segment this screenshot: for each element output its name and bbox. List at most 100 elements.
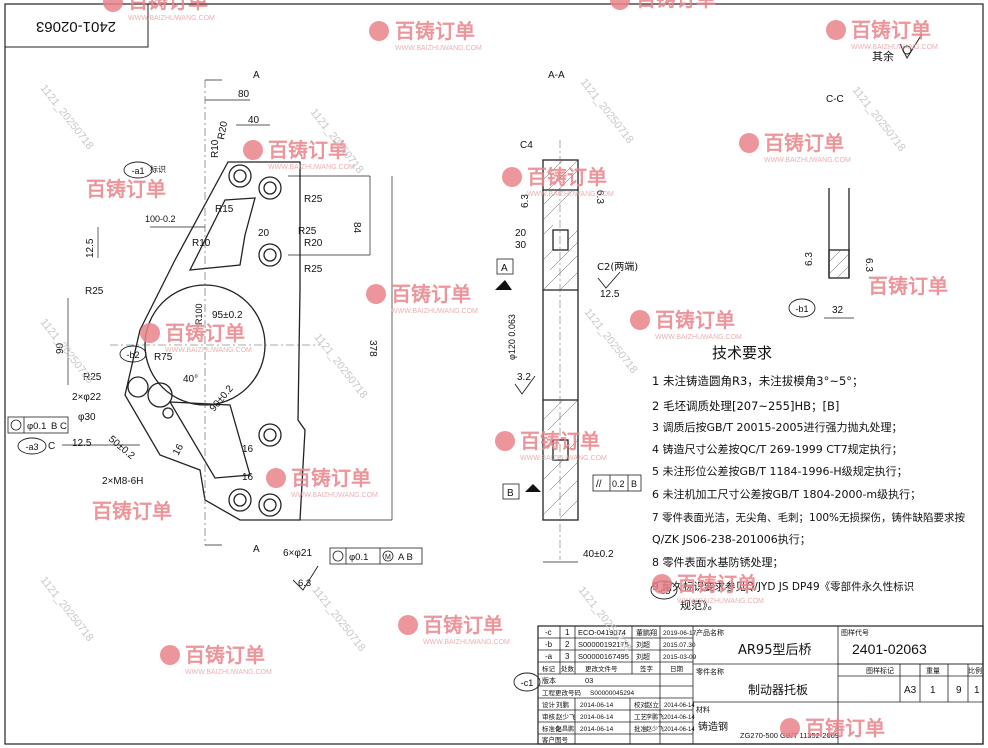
watermark-cn: 百铸订单 <box>868 274 948 298</box>
rev-header: 标记 <box>542 664 556 673</box>
bolt-hole <box>258 176 282 200</box>
requirements-title: 技术要求 <box>712 344 772 362</box>
dim-16-a: 16 <box>242 444 254 455</box>
bolt-hole-inner <box>263 181 277 195</box>
watermark: 百铸订单 WWW.BAIZHUWANG.COM <box>495 429 607 462</box>
dim-50: 50±0.2 <box>106 434 137 462</box>
watermark-en: WWW.BAIZHUWANG.COM <box>677 598 764 605</box>
rev-mark: -a <box>545 652 553 661</box>
check-date: 2014-06-14 <box>664 703 695 709</box>
dim-r25-c: R25 <box>304 264 323 275</box>
rev-mark: -c <box>545 628 552 637</box>
plate-outline <box>124 161 306 521</box>
rough-6-3: 6.3 <box>298 578 311 589</box>
watermark: 百铸订单 WWW.BAIZHUWANG.COM <box>103 0 215 22</box>
dim-r25-a: R25 <box>304 194 323 205</box>
dim-16-b: 16 <box>242 472 254 483</box>
section-cc-view <box>828 188 850 279</box>
dim-12-5-a: 12.5 <box>85 238 96 258</box>
roughness-symbol <box>292 565 319 591</box>
requirement-item: 1 未注铸造圆角R3，未注拔模角3°~5°； <box>652 374 864 388</box>
watermark-cn: 百铸订单 <box>527 165 607 189</box>
centerlines <box>110 80 320 545</box>
bolt-hole-inner <box>233 493 247 507</box>
roughness-symbol <box>514 375 536 395</box>
bolt-hole <box>258 493 282 517</box>
datum-b-triangle <box>525 484 541 492</box>
balloon-a1 <box>123 161 153 179</box>
std-label: 标准化 <box>542 724 562 733</box>
watermark-cn: 百铸订单 <box>636 0 716 11</box>
sec-20: 20 <box>515 228 527 239</box>
section-a-top: A <box>253 70 260 81</box>
dim-2x-phi22: 2×φ22 <box>72 392 101 403</box>
sec-c4: C4 <box>520 140 533 151</box>
dim-r10-top: R10 <box>210 139 221 158</box>
stamp-text: 1121_20250718 <box>38 316 96 385</box>
balloon-c1-label: -c1 <box>521 678 534 688</box>
datum-a-triangle <box>495 280 512 290</box>
roughness-symbol <box>899 33 923 60</box>
section-a-bottom: A <box>253 544 260 555</box>
stamp-text: 1121_20250718 <box>38 574 96 643</box>
fcf-parallel-ref: B <box>631 479 637 489</box>
bolt-hole <box>258 243 282 267</box>
weight-label: 重量 <box>926 667 940 675</box>
rev-header: 签字 <box>640 664 654 673</box>
datum-b: B <box>507 488 514 499</box>
watermark-cn: 百铸订单 <box>764 131 844 155</box>
watermark-en: WWW.BAIZHUWANG.COM <box>165 347 252 354</box>
dim-r15: R15 <box>215 204 234 215</box>
dim-r25-b: R25 <box>298 226 317 237</box>
watermark-cn: 百铸订单 <box>520 429 600 453</box>
revision-table: -c 1 ECO-0419074 董鹏翔 2019-06-17 -b 2 S00… <box>542 628 697 673</box>
dim-95: 95±0.2 <box>212 310 243 321</box>
fcf-position-bottom <box>329 547 423 565</box>
watermark-cn: 百铸订单 <box>128 0 208 13</box>
rev-eco: S00000167495 <box>578 652 629 661</box>
product-name: AR95型后桥 <box>738 643 811 658</box>
watermark: 百铸订单 WWW.BAIZHUWANG.COM <box>366 282 478 315</box>
fcf-position-left <box>7 416 69 434</box>
requirement-item: 5 未注形位公差按GB/T 1184-1996-H级规定执行； <box>652 464 908 478</box>
requirements-list: 1 未注铸造圆角R3，未注拔模角3°~5°； 2 毛坯调质处理[207~255]… <box>652 374 966 612</box>
watermark: 百铸订单 <box>610 0 716 11</box>
requirement-item: 2 毛坯调质处理[207~255]HB；[B] <box>652 399 839 413</box>
watermark-cn: 百铸订单 <box>677 572 757 596</box>
dim-r100: R100 <box>194 303 204 325</box>
watermark-en: WWW.BAIZHUWANG.COM <box>291 492 378 499</box>
watermark-cn: 百铸订单 <box>805 716 885 740</box>
craft-name: 李鹏飞 <box>646 713 664 721</box>
fcf2-ref: A B <box>398 552 413 563</box>
dim-r25-d: R25 <box>85 286 104 297</box>
rev-header: 更改文件号 <box>585 664 618 673</box>
dimension-lines <box>62 79 393 546</box>
balloon-b2 <box>119 345 147 363</box>
watermark-en: WWW.BAIZHUWANG.COM <box>851 44 938 51</box>
requirement-item: 8 零件表面水基防锈处理； <box>652 555 784 569</box>
watermark-cn: 百铸订单 <box>268 138 348 162</box>
review-label: 审核 <box>542 712 556 721</box>
bolt-hole <box>258 423 282 447</box>
watermark-cn: 百铸订单 <box>655 308 735 332</box>
other-roughness-label: 其余 <box>872 49 894 63</box>
bolt-hole <box>228 488 252 512</box>
watermark-en: WWW.BAIZHUWANG.COM <box>655 334 742 341</box>
version-label: 版本 <box>542 676 556 685</box>
watermark-en: WWW.BAIZHUWANG.COM <box>128 15 215 22</box>
watermark: 百铸订单 WWW.BAIZHUWANG.COM <box>140 321 252 354</box>
section-c-mark: C <box>48 441 55 452</box>
watermark: 百铸订单 <box>780 716 885 740</box>
part-name: 制动器托板 <box>748 683 808 697</box>
sheet-b: 9 <box>956 685 962 696</box>
product-label: 产品名称 <box>696 628 724 637</box>
stamp-text: 1121_20250718 <box>850 84 908 153</box>
watermark: 百铸订单 WWW.BAIZHUWANG.COM <box>502 165 614 198</box>
section-hatch <box>828 249 850 279</box>
lower-pocket <box>168 401 251 479</box>
dim-r20-top: R20 <box>216 120 230 140</box>
section-cc-title: C-C <box>826 94 844 105</box>
watermark: 百铸订单 WWW.BAIZHUWANG.COM <box>160 643 272 676</box>
boss <box>127 376 149 398</box>
